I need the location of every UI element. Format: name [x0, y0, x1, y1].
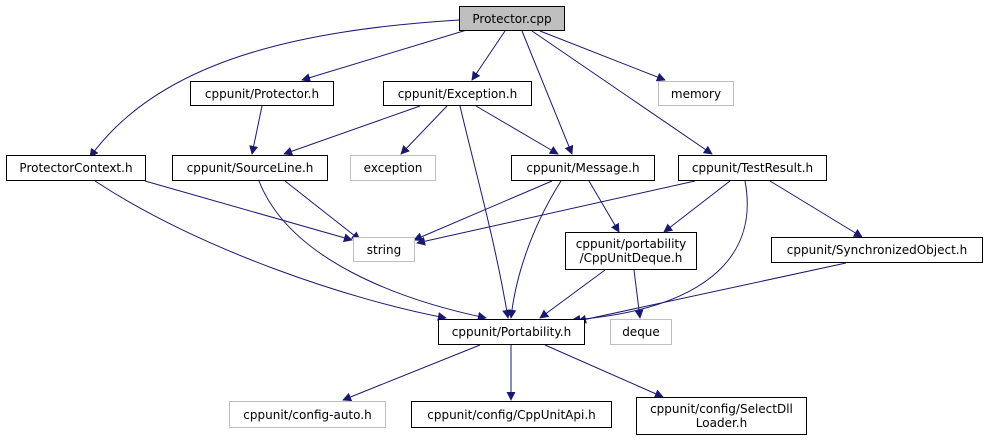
edge-exception-h-to-exception	[400, 105, 448, 155]
edge-testresult-h-to-string	[416, 180, 696, 246]
node-protector-context-h[interactable]: ProtectorContext.h	[6, 155, 146, 181]
node-cppunit-config-auto-h[interactable]: cppunit/config-auto.h	[229, 401, 386, 428]
node-cppunit-config-selectdllloader-h[interactable]: cppunit/config/SelectDll Loader.h	[636, 397, 807, 435]
edge-protector-cpp-to-protector-context-h	[89, 19, 460, 158]
edge-exception-h-to-sourceline-h	[283, 105, 421, 156]
edge-protector-cpp-to-exception-h	[471, 30, 506, 81]
edge-exception-h-to-message-h	[475, 105, 559, 155]
edge-sourceline-h-to-portability-h	[258, 180, 487, 321]
node-cppunit-config-cppunitapi-h[interactable]: cppunit/config/CppUnitApi.h	[411, 401, 612, 428]
node-cppunit-portability-h[interactable]: cppunit/Portability.h	[438, 319, 585, 345]
edge-testresult-h-to-cppunitdeque-h	[663, 180, 731, 233]
edge-testresult-h-to-synchronizedobject-h	[769, 180, 863, 238]
edge-cppunitdeque-h-to-portability-h	[539, 269, 606, 319]
node-exception[interactable]: exception	[350, 155, 436, 181]
edge-portability-h-to-config-auto-h	[342, 344, 481, 402]
edge-exception-h-to-portability-h	[459, 105, 512, 319]
edge-protector-cpp-to-testresult-h	[531, 30, 713, 155]
edge-protector-context-h-to-string	[144, 180, 353, 243]
node-cppunit-sourceline-h[interactable]: cppunit/SourceLine.h	[172, 155, 328, 181]
edge-synchronizedobject-h-to-portability-h	[577, 262, 847, 324]
node-cppunit-message-h[interactable]: cppunit/Message.h	[511, 155, 655, 181]
node-cppunit-testresult-h[interactable]: cppunit/TestResult.h	[678, 155, 827, 181]
node-cppunit-synchronizedobject-h[interactable]: cppunit/SynchronizedObject.h	[771, 237, 983, 263]
node-cppunit-portability-cppunitdeque-h[interactable]: cppunit/portability /CppUnitDeque.h	[565, 232, 697, 270]
edge-cppunitdeque-h-to-deque	[633, 269, 644, 319]
node-cppunit-exception-h[interactable]: cppunit/Exception.h	[383, 81, 532, 106]
edge-protector-cpp-to-message-h	[521, 30, 574, 155]
edge-protector-cpp-to-protector-h	[301, 28, 471, 82]
edge-sourceline-h-to-string	[284, 180, 361, 241]
edge-protector-context-h-to-portability-h	[94, 180, 447, 321]
edge-testresult-h-to-portability-h	[571, 180, 748, 324]
edge-protector-cpp-to-memory	[539, 30, 666, 82]
node-string[interactable]: string	[353, 237, 415, 262]
edge-message-h-to-cppunitdeque-h	[588, 180, 620, 233]
node-memory[interactable]: memory	[658, 81, 734, 106]
edge-message-h-to-string	[413, 180, 553, 241]
node-cppunit-protector-h[interactable]: cppunit/Protector.h	[190, 81, 334, 106]
node-deque[interactable]: deque	[610, 319, 672, 345]
edge-message-h-to-portability-h	[507, 180, 562, 319]
edge-protector-h-to-sourceline-h	[249, 105, 263, 155]
edge-portability-h-to-selectdllloader-h	[544, 344, 664, 398]
node-protector-cpp[interactable]: Protector.cpp	[459, 6, 565, 31]
